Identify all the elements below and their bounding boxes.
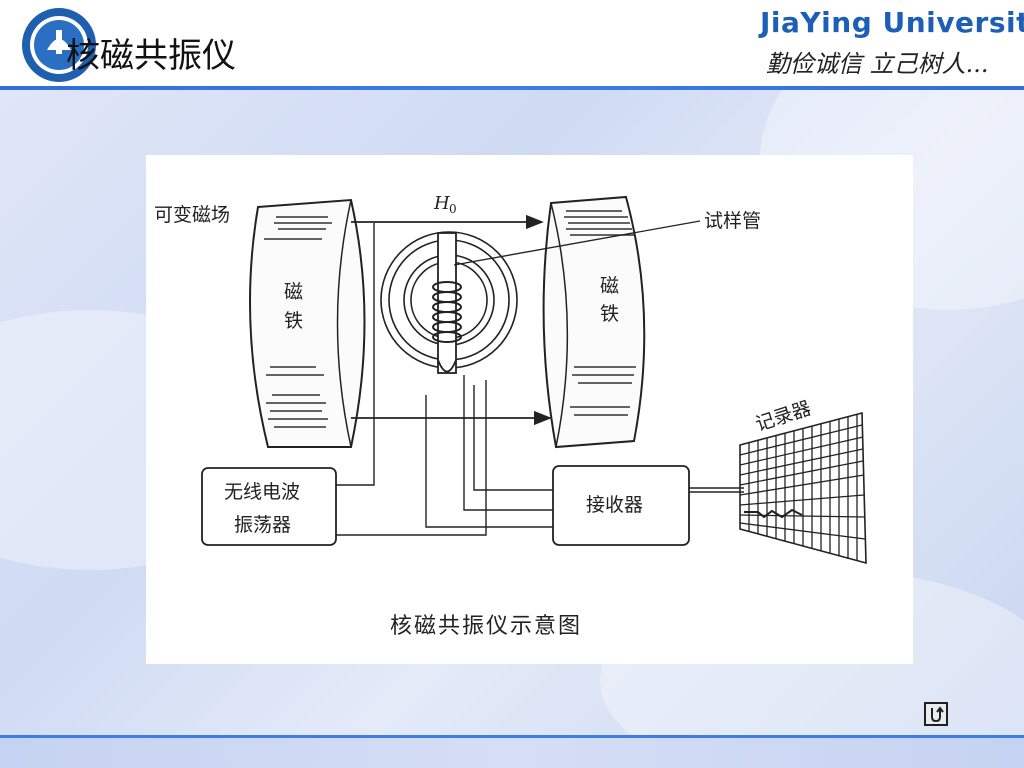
- return-button[interactable]: [924, 702, 948, 726]
- oscillator-box: [201, 467, 337, 546]
- recorder-grid: [739, 411, 867, 565]
- magnet-right: [542, 195, 646, 449]
- field-subscript: 0: [449, 202, 457, 216]
- magnet-left-label-2: 铁: [284, 310, 303, 332]
- oscillator-label-1: 无线电波: [224, 481, 300, 503]
- receiver-label: 接收器: [586, 494, 643, 516]
- sample-tube-label: 试样管: [704, 210, 761, 232]
- variable-field-label: 可变磁场: [154, 204, 230, 226]
- circuit-wires: [336, 223, 744, 536]
- magnet-right-label-1: 磁: [600, 275, 619, 297]
- page-title: 核磁共振仪: [66, 36, 236, 76]
- slide-header: 核磁共振仪 JiaYing University 勤俭诚信 立己树人...: [0, 0, 1024, 88]
- slide-footer: [0, 738, 1024, 768]
- university-logo: [22, 8, 96, 82]
- recorder-label: 记录器: [753, 397, 814, 436]
- sample-tube: [432, 232, 462, 374]
- sample-tube-leader: [453, 220, 701, 266]
- return-icon: [931, 706, 944, 723]
- figure-caption: 核磁共振仪示意图: [390, 614, 582, 639]
- university-motto: 勤俭诚信 立己树人...: [766, 50, 989, 78]
- footer-divider: [0, 735, 1024, 738]
- magnet-right-label-2: 铁: [600, 303, 619, 325]
- receiver-box: [552, 465, 690, 546]
- magnet-left: [249, 198, 366, 448]
- magnet-left-label-1: 磁: [284, 281, 303, 303]
- field-symbol: H: [433, 193, 450, 214]
- oscillator-label-2: 振荡器: [234, 514, 291, 536]
- header-divider: [0, 86, 1024, 90]
- nmr-diagram: 磁 铁 磁 铁 H 0: [146, 155, 913, 664]
- university-name: JiaYing University: [760, 6, 1024, 39]
